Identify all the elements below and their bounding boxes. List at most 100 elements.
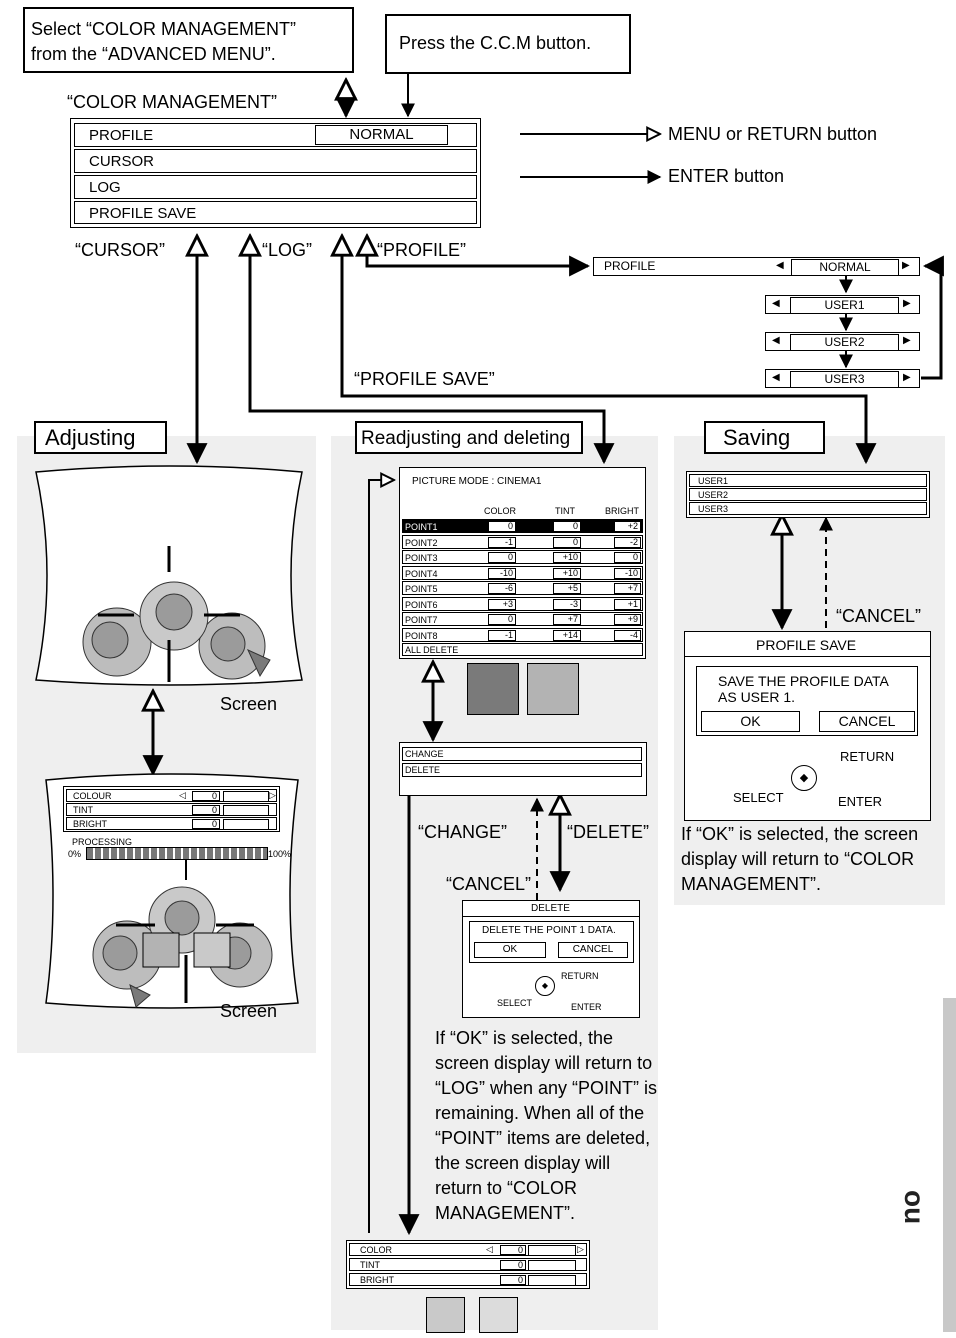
slider[interactable] — [528, 1275, 576, 1286]
change-item[interactable]: CHANGE — [402, 747, 642, 761]
log-cell[interactable]: -2 — [614, 537, 641, 548]
processing-label: PROCESSING — [72, 837, 132, 847]
swatch-dark — [467, 663, 519, 715]
log-cell[interactable]: 0 — [488, 521, 516, 532]
log-cell[interactable]: 0 — [553, 521, 581, 532]
log-cell[interactable]: +2 — [614, 521, 641, 532]
processing-start: 0% — [68, 849, 81, 859]
select-pad-icon: ◆ — [791, 765, 817, 791]
change-menu: CHANGE DELETE — [399, 742, 647, 796]
log-cell[interactable]: -4 — [614, 630, 641, 641]
slider[interactable] — [223, 805, 269, 816]
processing-end: 100% — [268, 849, 291, 859]
save-dialog-message-2: AS USER 1. — [718, 689, 795, 705]
adjust-row-bright[interactable]: BRIGHT 0 — [66, 817, 277, 830]
log-row-point5[interactable]: POINT5 -6 +5 +7 — [402, 581, 643, 595]
swatch-light — [527, 663, 579, 715]
log-cell[interactable]: +10 — [553, 552, 581, 563]
delete-note: If “OK” is selected, the screen display … — [435, 1026, 660, 1226]
delete-ok-button[interactable]: OK — [474, 942, 546, 958]
bottom-adjust-menu: COLOR ◁ 0 ▷ TINT 0 BRIGHT 0 — [346, 1240, 590, 1289]
log-cell[interactable]: +1 — [614, 599, 641, 610]
log-row-point7[interactable]: POINT7 0 +7 +9 — [402, 612, 643, 626]
slider[interactable] — [223, 791, 269, 802]
bottom-row-label: TINT — [360, 1260, 380, 1270]
header-tint: TINT — [555, 506, 575, 516]
adjust-row-value: 0 — [192, 805, 220, 815]
delete-return-label: RETURN — [561, 971, 599, 981]
log-cell[interactable]: -3 — [553, 599, 581, 610]
slider[interactable] — [223, 819, 269, 830]
log-cell[interactable]: +9 — [614, 614, 641, 625]
log-cell[interactable]: +3 — [488, 599, 516, 610]
slider[interactable] — [528, 1260, 576, 1271]
log-cell[interactable]: 0 — [553, 537, 581, 548]
save-enter-label: ENTER — [838, 794, 882, 809]
adjust-row-tint[interactable]: TINT 0 — [66, 803, 277, 816]
log-cell[interactable]: +5 — [553, 583, 581, 594]
bottom-row-color[interactable]: COLOR ◁ 0 ▷ — [349, 1243, 587, 1256]
log-cell[interactable]: +10 — [553, 568, 581, 579]
log-cell[interactable]: 0 — [614, 552, 641, 563]
right-arrow-icon: ▷ — [577, 1244, 584, 1255]
swatch-bottom-1 — [426, 1297, 465, 1333]
log-cell[interactable]: -10 — [614, 568, 641, 579]
save-list-user1[interactable]: USER1 — [689, 474, 927, 487]
adjust-row-label: TINT — [73, 805, 93, 815]
all-delete-row[interactable]: ALL DELETE — [402, 643, 643, 656]
bottom-row-label: COLOR — [360, 1245, 392, 1255]
delete-dialog-body: DELETE THE POINT 1 DATA. OK CANCEL — [469, 921, 634, 963]
slider[interactable] — [528, 1245, 576, 1256]
log-cell[interactable]: -10 — [488, 568, 516, 579]
save-cancel-button[interactable]: CANCEL — [819, 711, 915, 732]
log-cell[interactable]: -1 — [488, 537, 516, 548]
change-label: CHANGE — [405, 749, 444, 759]
adjust-row-colour[interactable]: COLOUR ◁ 0 ▷ — [66, 789, 277, 802]
title-divider — [463, 916, 639, 917]
save-dialog-body: SAVE THE PROFILE DATA AS USER 1. OK CANC… — [696, 666, 918, 736]
adjust-row-value: 0 — [192, 791, 220, 801]
log-cell[interactable]: -1 — [488, 630, 516, 641]
bottom-row-value: 0 — [500, 1245, 526, 1255]
log-row-label: POINT3 — [405, 553, 438, 563]
delete-item[interactable]: DELETE — [402, 763, 642, 777]
adjust-row-value: 0 — [192, 819, 220, 829]
delete-select-label: SELECT — [497, 998, 532, 1008]
log-row-point4[interactable]: POINT4 -10 +10 -10 — [402, 566, 643, 580]
log-cell[interactable]: +7 — [614, 583, 641, 594]
bottom-row-tint[interactable]: TINT 0 — [349, 1258, 587, 1271]
save-list-label: USER1 — [698, 476, 728, 486]
title-divider — [685, 656, 930, 657]
log-row-point1[interactable]: POINT1 0 0 +2 — [402, 519, 643, 533]
log-row-point3[interactable]: POINT3 0 +10 0 — [402, 550, 643, 564]
log-cell[interactable]: 0 — [488, 552, 516, 563]
save-list-user2[interactable]: USER2 — [689, 488, 927, 501]
log-cell[interactable]: +7 — [553, 614, 581, 625]
log-row-label: POINT7 — [405, 615, 438, 625]
save-list-label: USER3 — [698, 504, 728, 514]
header-bright: BRIGHT — [605, 506, 639, 516]
log-cell[interactable]: -6 — [488, 583, 516, 594]
log-table: PICTURE MODE : CINEMA1 COLOR TINT BRIGHT… — [399, 467, 646, 659]
log-row-label: POINT1 — [405, 522, 438, 532]
left-arrow-icon: ◁ — [486, 1244, 493, 1255]
log-cell[interactable]: 0 — [488, 614, 516, 625]
delete-cancel-button[interactable]: CANCEL — [558, 942, 628, 958]
save-return-label: RETURN — [840, 749, 894, 764]
processing-bar — [86, 847, 268, 860]
delete-enter-label: ENTER — [571, 1002, 602, 1012]
log-row-label: POINT4 — [405, 569, 438, 579]
log-row-label: POINT6 — [405, 600, 438, 610]
save-ok-button[interactable]: OK — [701, 711, 800, 732]
label-cancel-save: “CANCEL” — [836, 606, 921, 627]
log-row-point6[interactable]: POINT6 +3 -3 +1 — [402, 597, 643, 611]
log-cell[interactable]: +14 — [553, 630, 581, 641]
delete-dialog-message: DELETE THE POINT 1 DATA. — [482, 925, 616, 936]
log-row-label: POINT5 — [405, 584, 438, 594]
profile-save-dialog: PROFILE SAVE SAVE THE PROFILE DATA AS US… — [684, 631, 931, 821]
save-list-user3[interactable]: USER3 — [689, 502, 927, 515]
log-row-point8[interactable]: POINT8-1+14-4 — [402, 628, 643, 642]
bottom-row-bright[interactable]: BRIGHT 0 — [349, 1273, 587, 1286]
bottom-row-value: 0 — [500, 1260, 526, 1270]
